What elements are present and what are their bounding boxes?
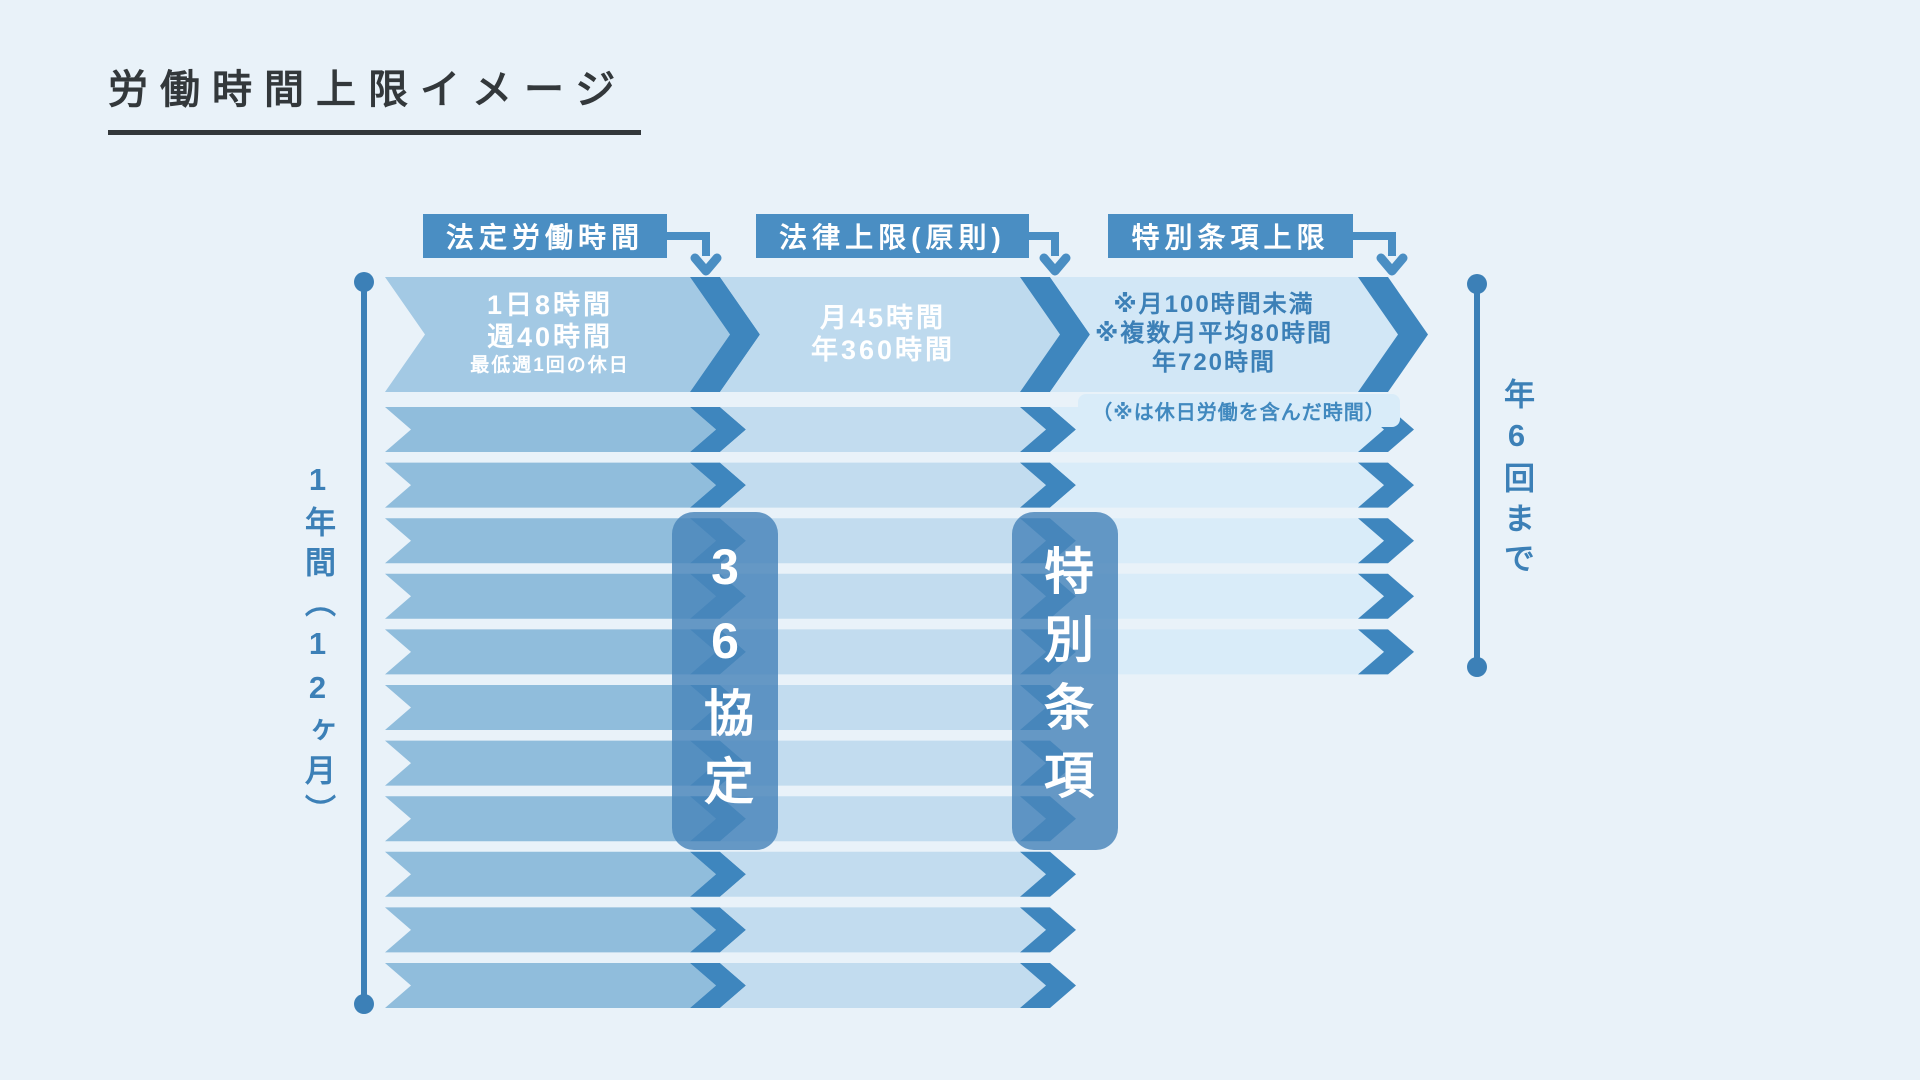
label-statutory-hours: 法定労働時間 xyxy=(423,214,667,258)
month-bar-seg-overtime xyxy=(720,462,1046,508)
month-bar-seg-statutory xyxy=(385,629,716,675)
month-bar-seg-special xyxy=(1050,518,1384,564)
segment1-text: 1日8時間 週40時間 最低週1回の休日 xyxy=(400,282,700,386)
chevron-separator-icon xyxy=(690,963,746,1008)
arrow-tip-icon xyxy=(1358,462,1414,508)
month-bar-seg-overtime xyxy=(720,573,1046,619)
arrow-tip-icon xyxy=(1358,629,1414,675)
arrow-tip-icon xyxy=(1020,963,1076,1008)
chevron-separator-icon xyxy=(1020,407,1076,452)
seg3-line3: 年720時間 xyxy=(1151,348,1277,376)
connector-line xyxy=(667,232,710,256)
page-title: 労働時間上限イメージ xyxy=(108,66,642,135)
arrow-tip-icon xyxy=(1358,518,1414,564)
month-bar-seg-statutory xyxy=(385,907,716,953)
month-bar-seg-statutory xyxy=(385,851,716,897)
month-bar-seg-special xyxy=(1050,629,1384,675)
badge-special-clause: 特別条項 xyxy=(1012,512,1118,850)
seg1-line3: 最低週1回の休日 xyxy=(470,355,630,376)
chevron-separator-icon xyxy=(690,851,746,897)
arrow-down-icon xyxy=(690,253,722,276)
label-special-clause-limit: 特別条項上限 xyxy=(1108,214,1353,258)
segment2-text: 月45時間 年360時間 xyxy=(733,282,1033,386)
bracket-dot xyxy=(1467,657,1487,677)
month-bar-seg-statutory xyxy=(385,796,716,842)
bracket-dot xyxy=(354,994,374,1014)
arrow-tip-icon xyxy=(1358,277,1428,392)
month-bar-seg-statutory xyxy=(385,407,716,452)
arrow-tip-icon xyxy=(1020,907,1076,953)
month-bar-seg-statutory xyxy=(385,963,716,1008)
month-bar-seg-overtime xyxy=(720,518,1046,564)
axis-label-six-times: 年6回まで xyxy=(1499,378,1534,582)
seg3-line1: ※月100時間未満 xyxy=(1113,290,1315,318)
month-bar-seg-statutory xyxy=(385,685,716,730)
month-bar-seg-special xyxy=(1050,573,1384,619)
seg1-line2: 週40時間 xyxy=(486,322,614,352)
seg2-line1: 月45時間 xyxy=(819,303,947,333)
connector-line xyxy=(1353,232,1396,256)
month-bar-seg-overtime xyxy=(720,963,1046,1008)
chevron-separator-icon xyxy=(1020,277,1090,392)
label-legal-limit: 法律上限(原則) xyxy=(756,214,1029,258)
arrow-down-icon xyxy=(1039,253,1071,276)
month-bar-seg-special xyxy=(1050,462,1384,508)
month-bar-seg-overtime xyxy=(720,796,1046,842)
month-bar-seg-overtime xyxy=(720,685,1046,730)
holiday-work-note: （※は休日労働を含んだ時間） xyxy=(1078,394,1400,427)
axis-label-one-year: 1年間（12ヶ月） xyxy=(300,462,335,834)
bracket-dot xyxy=(354,272,374,292)
month-bar-seg-overtime xyxy=(720,277,1060,392)
month-bar-seg-statutory xyxy=(385,740,716,786)
month-bar-seg-overtime xyxy=(720,629,1046,675)
month-bar-seg-overtime xyxy=(720,407,1046,452)
month-bar-seg-special xyxy=(1050,277,1398,392)
month-bar-seg-statutory xyxy=(385,573,716,619)
arrow-tip-icon xyxy=(1020,851,1076,897)
arrow-tip-icon xyxy=(1358,573,1414,619)
segment3-text: ※月100時間未満 ※複数月平均80時間 年720時間 xyxy=(1064,280,1364,386)
chevron-separator-icon xyxy=(690,407,746,452)
month-bar-seg-overtime xyxy=(720,851,1046,897)
chevron-separator-icon xyxy=(690,462,746,508)
seg1-line1: 1日8時間 xyxy=(486,290,614,320)
connector-line xyxy=(1029,232,1059,256)
bracket-dot xyxy=(1467,274,1487,294)
seg2-line2: 年360時間 xyxy=(810,335,956,365)
month-bar-seg-statutory xyxy=(385,518,716,564)
month-bar-seg-statutory xyxy=(385,462,716,508)
month-bar-seg-overtime xyxy=(720,907,1046,953)
seg3-line2: ※複数月平均80時間 xyxy=(1094,319,1334,347)
badge-36-agreement: 36協定 xyxy=(672,512,778,850)
month-bar-seg-overtime xyxy=(720,740,1046,786)
arrow-down-icon xyxy=(1376,253,1408,276)
month-bar-seg-statutory xyxy=(385,277,730,392)
chevron-separator-icon xyxy=(690,277,760,392)
chevron-separator-icon xyxy=(1020,462,1076,508)
chevron-separator-icon xyxy=(690,907,746,953)
